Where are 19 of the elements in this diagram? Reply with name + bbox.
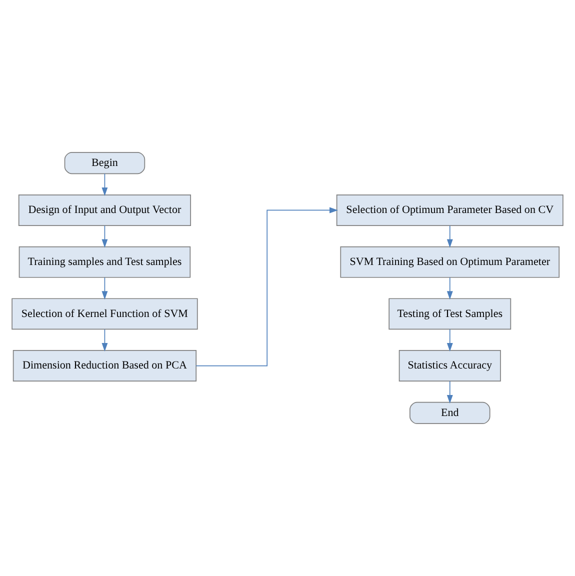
node-box: Testing of Test Samples bbox=[388, 298, 512, 330]
arrow bbox=[102, 277, 108, 300]
node-box: End bbox=[410, 402, 490, 424]
node-box: Training samples and Test samples bbox=[18, 246, 191, 278]
arrow bbox=[102, 173, 108, 196]
arrow bbox=[102, 329, 108, 352]
arrow bbox=[446, 380, 453, 404]
node-box: Selection of Optimum Parameter Based on CV bbox=[336, 194, 564, 226]
node-box: SVM Training Based on Optimum Parameter bbox=[340, 246, 560, 278]
node-box: Statistics Accuracy bbox=[398, 350, 501, 382]
arrow bbox=[446, 277, 453, 300]
arrow bbox=[446, 329, 453, 352]
arrow bbox=[102, 225, 108, 248]
node-box: Begin bbox=[64, 152, 146, 174]
arrow bbox=[196, 207, 338, 366]
node-box: Design of Input and Output Vector bbox=[18, 194, 192, 226]
node-box: Dimension Reduction Based on PCA bbox=[12, 350, 197, 382]
arrow bbox=[446, 225, 453, 248]
node-box: Selection of Kernel Function of SVM bbox=[12, 298, 198, 330]
